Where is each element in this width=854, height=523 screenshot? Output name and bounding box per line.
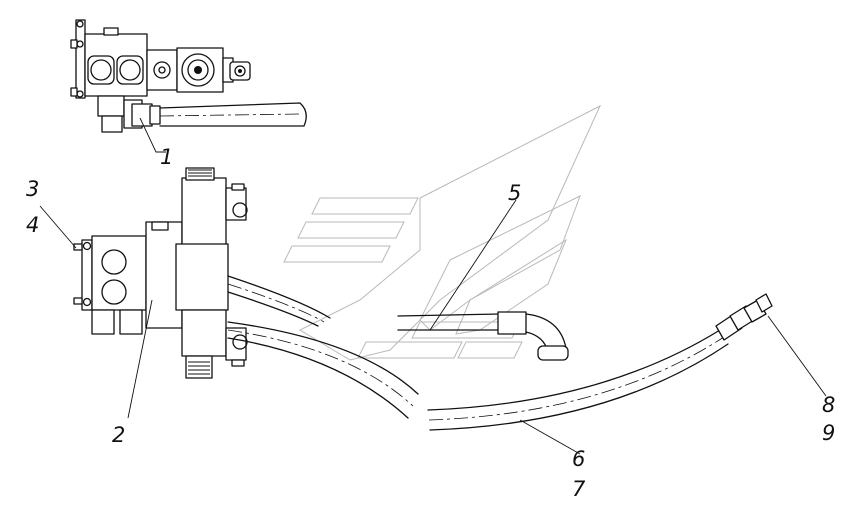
hose-long <box>227 321 729 431</box>
top-view-valve-assembly <box>70 19 307 133</box>
callout-2: 2 <box>112 423 125 447</box>
callout-5: 5 <box>508 181 521 205</box>
callout-9: 9 <box>822 421 835 445</box>
hose-upper <box>227 275 331 327</box>
callout-3: 3 <box>26 177 39 201</box>
callout-1: 1 <box>160 145 173 169</box>
callout-7: 7 <box>572 477 586 501</box>
end-fitting <box>715 293 773 341</box>
pipe-elbow <box>397 311 569 361</box>
leader-lines <box>39 117 827 455</box>
callout-6: 6 <box>572 447 585 471</box>
watermark-logo <box>283 104 602 361</box>
callout-8: 8 <box>822 393 835 417</box>
callout-4: 4 <box>26 213 39 237</box>
main-valve-body <box>73 167 248 379</box>
